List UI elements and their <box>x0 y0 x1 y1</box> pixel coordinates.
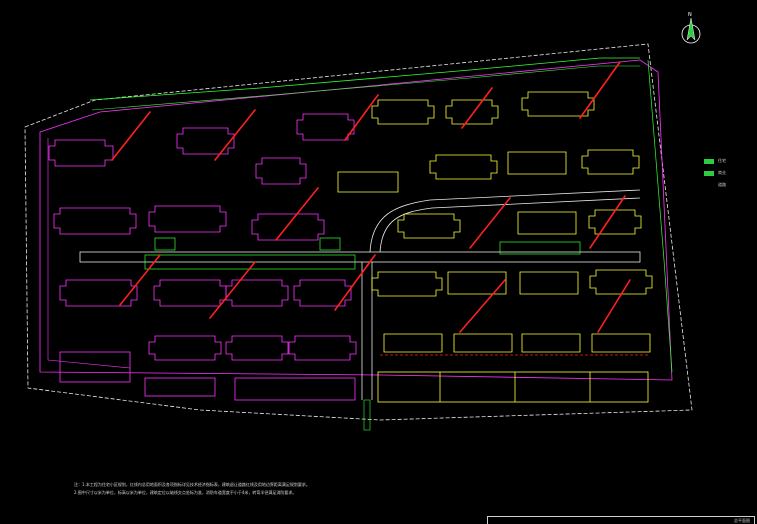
curved-road <box>369 189 641 253</box>
site-boundary <box>24 43 693 421</box>
legend-label: 商业 <box>718 170 726 175</box>
green-podium-units <box>144 237 581 270</box>
title-block-label: 总平面图 <box>734 518 750 523</box>
magenta-buildings <box>48 113 357 401</box>
legend: 住宅 商业 道路 <box>704 158 726 194</box>
legend-item: 住宅 <box>704 158 726 164</box>
legend-swatch <box>704 158 714 164</box>
main-road <box>79 251 641 263</box>
legend-label: 道路 <box>718 182 726 187</box>
north-street-frontage <box>89 57 640 101</box>
legend-label: 住宅 <box>718 158 726 163</box>
legend-swatch <box>704 183 714 188</box>
north-arrow: N <box>680 12 702 50</box>
main-entrance <box>363 399 371 431</box>
red-indicator-arrows <box>111 61 631 333</box>
legend-item: 商业 <box>704 170 726 176</box>
general-note-2: 2.图中尺寸以米为单位，标高以米为单位，建筑定位以轴线交点坐标为准，消防车道宽度… <box>74 490 297 495</box>
general-note-1: 注：1.本工程为住宅小区规划，红线内总用地面积及各项指标详见技术经济指标表，建筑… <box>74 482 310 487</box>
red-line-boundary <box>39 59 673 381</box>
legend-swatch <box>704 170 714 176</box>
yellow-buildings <box>337 91 653 403</box>
legend-item: 道路 <box>704 182 726 188</box>
north-arrow-label: N <box>688 12 692 18</box>
east-edge <box>647 59 673 373</box>
title-block: 总平面图 <box>487 516 755 524</box>
